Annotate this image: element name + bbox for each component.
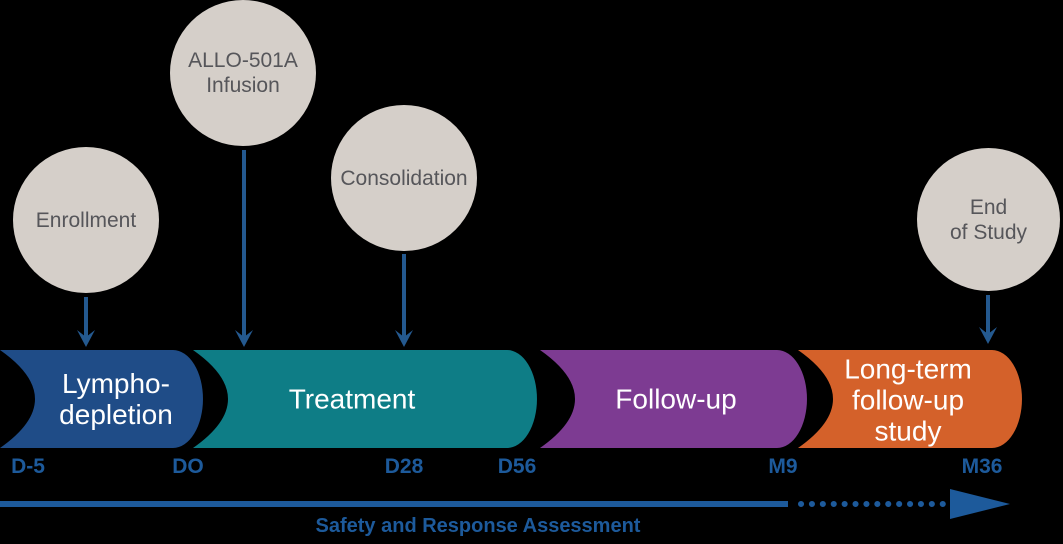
milestone-arrow-end-of-study: [979, 295, 997, 344]
arrow-head-icon: [235, 330, 253, 347]
timeline-marker-d56: D56: [497, 455, 537, 478]
phase-band-lympho-depletion: [0, 350, 203, 448]
timeline-marker-m36: M36: [961, 455, 1003, 478]
assessment-arrowhead-icon: [950, 489, 1010, 519]
milestone-label-line1: ALLO-501A: [188, 49, 298, 72]
milestone-circle-consolidation: Consolidation: [331, 105, 477, 251]
milestone-label: Enrollment: [35, 208, 137, 232]
timeline-marker-d0: DO: [172, 455, 204, 478]
timeline-marker-d28: D28: [384, 455, 424, 478]
milestone-arrow-allo-501a-infusion: [235, 150, 253, 347]
phase-label-line2: depletion: [59, 399, 173, 430]
phase-label-long-term-follow-up: Long-term follow-up study: [844, 354, 972, 447]
phase-label-lympho-depletion: Lympho- depletion: [59, 368, 173, 430]
phase-band-treatment: [193, 350, 537, 448]
phase-band-long-term-follow-up: [798, 350, 1022, 448]
milestone-arrow-consolidation: [395, 254, 413, 347]
assessment-label: Safety and Response Assessment: [315, 515, 641, 537]
phase-label-line1: Lympho-: [62, 368, 170, 399]
phase-label-line2: follow-up: [851, 384, 965, 416]
milestone-circle-end-of-study: End of Study: [917, 148, 1060, 291]
phase-label-treatment: Treatment: [289, 384, 416, 415]
arrow-head-icon: [979, 327, 997, 344]
milestone-circle-enrollment: Enrollment: [13, 147, 159, 293]
milestone-arrow-enrollment: [77, 297, 95, 347]
phase-band-follow-up: [540, 350, 807, 448]
timeline-marker-m9: M9: [768, 455, 798, 478]
milestone-label: Consolidation: [340, 166, 468, 190]
milestone-label-line2: Infusion: [206, 74, 280, 97]
milestone-label-line1: End: [969, 195, 1008, 219]
milestone-label-line2: of Study: [949, 220, 1028, 244]
phase-label-line1: Long-term: [844, 353, 972, 385]
phase-label-line1: Treatment: [288, 383, 416, 415]
phase-label-line1: Follow-up: [615, 383, 737, 415]
arrow-head-icon: [77, 330, 95, 347]
phase-label-follow-up: Follow-up: [615, 384, 736, 415]
timeline-marker-d-5: D-5: [11, 455, 45, 478]
phase-label-line3: study: [874, 415, 942, 447]
arrow-head-icon: [395, 330, 413, 347]
milestone-circle-allo-501a-infusion: ALLO-501A Infusion: [170, 0, 316, 146]
